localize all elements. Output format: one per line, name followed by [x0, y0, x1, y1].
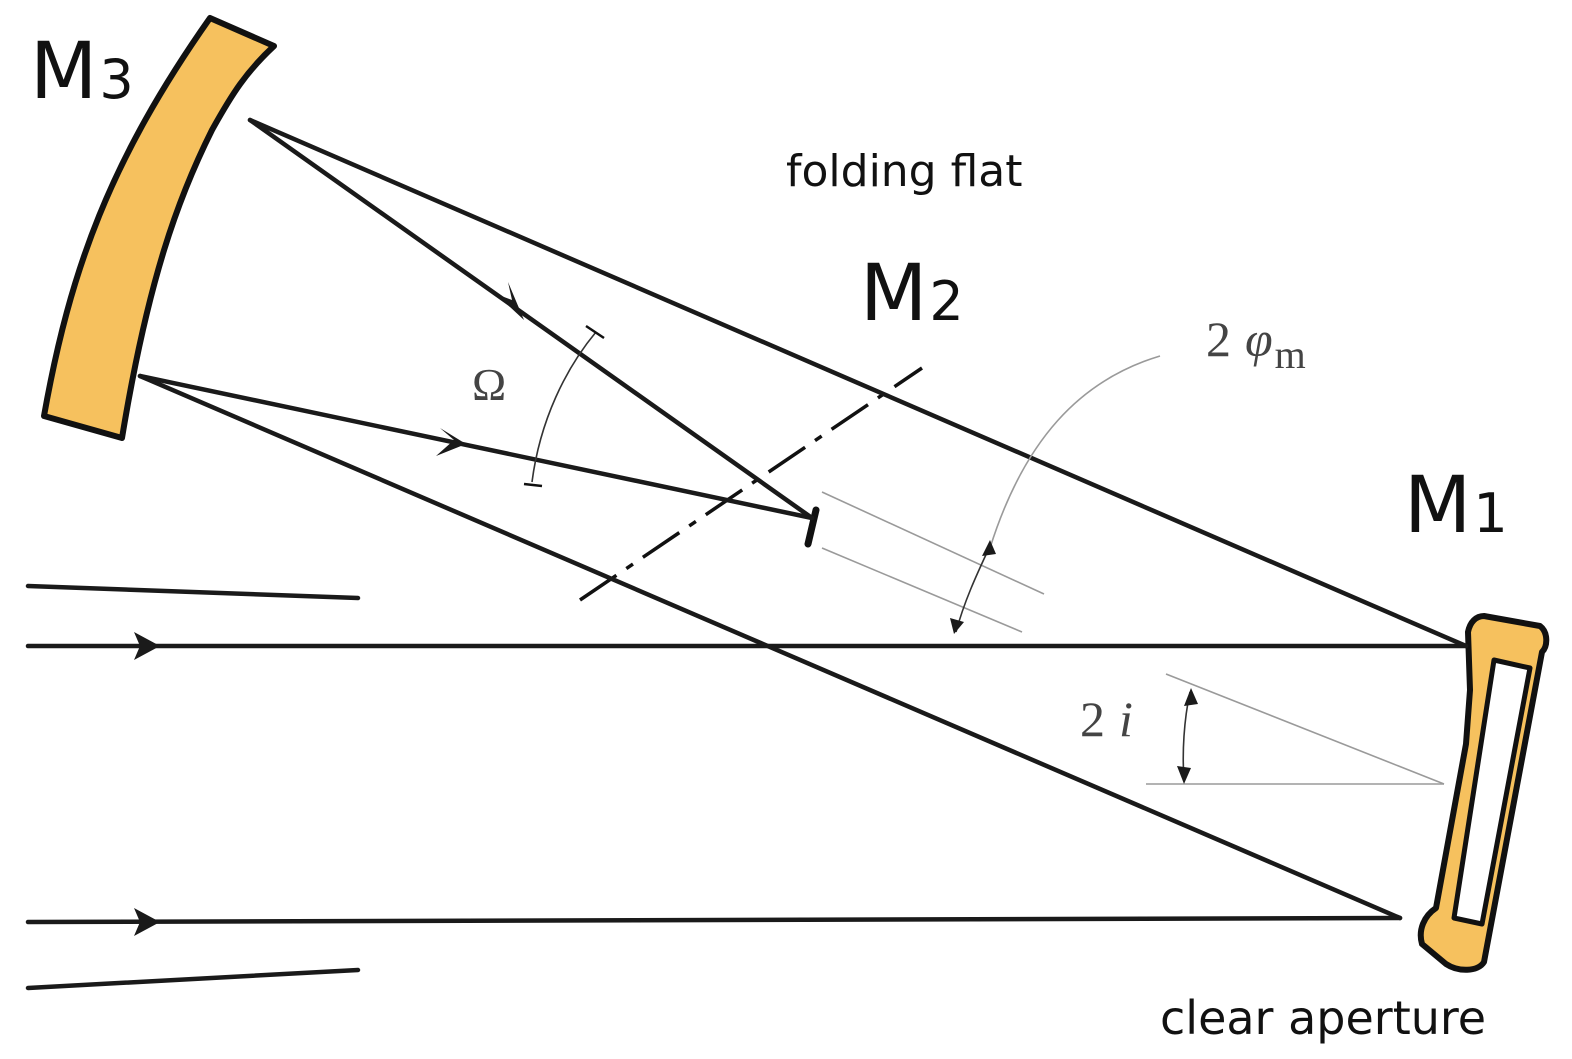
phi-guide-1 [821, 491, 1045, 595]
mirror-m3 [41, 15, 277, 441]
label-m1: M1 [1404, 461, 1508, 551]
phi-m-dimension [821, 355, 1161, 634]
mirror-m1-clear-window [1451, 657, 1533, 927]
ray-m1-bottom-to-m3 [137, 373, 1403, 921]
m2-axis-dashdot [579, 366, 923, 602]
label-omega: Ω [472, 359, 506, 410]
ray-m1-top-to-m3 [247, 117, 1469, 649]
ray-bottom-arrow [436, 428, 466, 456]
mirror-m2-flat [804, 506, 820, 548]
omega-angle [523, 324, 605, 488]
rays-m3-to-m2 [137, 117, 815, 521]
mirror-m2 [579, 366, 923, 602]
label-m3: M3 [30, 27, 134, 117]
mirror-m1 [1417, 613, 1550, 973]
incoming-beams [25, 583, 1469, 991]
label-folding-flat: folding flat [786, 146, 1023, 197]
i-dimension [1146, 673, 1445, 785]
rays-m1-to-m3 [137, 117, 1469, 921]
phi-arc [955, 545, 991, 633]
ray-top-arrow [496, 282, 524, 320]
label-m2: M2 [860, 249, 964, 339]
i-guide-tilted [1165, 673, 1445, 785]
ray-m3-bottom-to-m2 [137, 373, 815, 521]
phi-arrow-top [982, 540, 996, 556]
i-arrow-top [1184, 688, 1198, 706]
label-clear-aperture: clear aperture [1160, 991, 1486, 1045]
phi-arrow-bottom [950, 618, 964, 634]
beam-lower-arrow [134, 908, 160, 936]
beam-lower [25, 915, 1403, 925]
phi-guide-2 [821, 547, 1023, 633]
phi-leader [989, 355, 1161, 549]
omega-tick-bottom [523, 482, 543, 488]
omega-tick-top [585, 324, 605, 340]
baffle-top [25, 583, 361, 601]
mirror-m3-body [41, 15, 277, 441]
ray-m3-top-to-m2 [247, 117, 815, 521]
omega-arc [531, 331, 597, 483]
baffle-bottom [25, 967, 361, 991]
i-arrow-bottom [1177, 766, 1191, 784]
beam-upper-arrow [134, 632, 160, 660]
